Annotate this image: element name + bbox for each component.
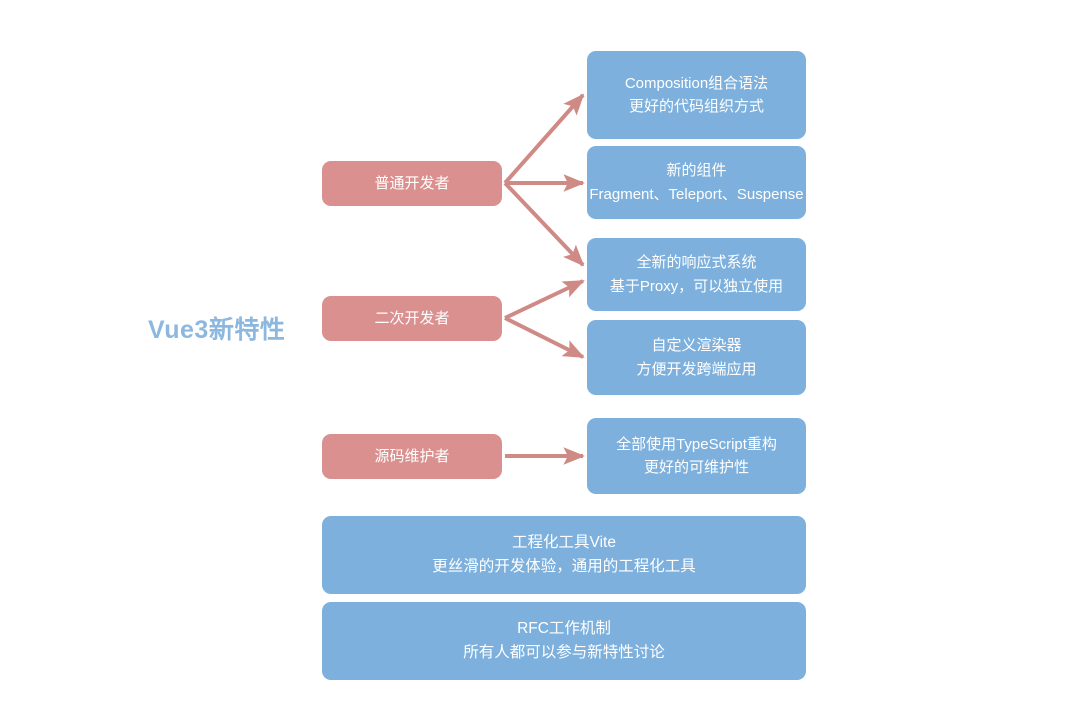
page-title: Vue3新特性 [148, 316, 286, 344]
feature-title: RFC工作机制 [517, 619, 611, 637]
feature-title: 全部使用TypeScript重构 [616, 435, 777, 453]
feature-subtitle: 更好的可维护性 [643, 459, 749, 476]
feature-typescript-rewrite[interactable]: 全部使用TypeScript重构 更好的可维护性 [587, 418, 806, 494]
feature-subtitle: 基于Proxy，可以独立使用 [609, 277, 784, 295]
role-common-developer[interactable]: 普通开发者 [322, 161, 502, 206]
role-secondary-developer[interactable]: 二次开发者 [322, 296, 502, 341]
feature-subtitle: 所有人都可以参与新特性讨论 [463, 644, 665, 661]
role-label: 源码维护者 [374, 447, 450, 465]
feature-title: 全新的响应式系统 [636, 254, 757, 272]
feature-reactivity-system[interactable]: 全新的响应式系统 基于Proxy，可以独立使用 [587, 238, 806, 311]
feature-rfc-process[interactable]: RFC工作机制 所有人都可以参与新特性讨论 [322, 602, 806, 680]
feature-new-components[interactable]: 新的组件 Fragment、Teleport、Suspense [587, 146, 806, 219]
role-label: 普通开发者 [374, 174, 450, 192]
feature-title: 新的组件 [666, 162, 727, 180]
feature-subtitle: 更好的代码组织方式 [628, 98, 764, 115]
feature-subtitle: Fragment、Teleport、Suspense [589, 185, 804, 203]
role-label: 二次开发者 [374, 309, 450, 327]
feature-title: Composition组合语法 [624, 74, 769, 92]
feature-composition-api[interactable]: Composition组合语法 更好的代码组织方式 [587, 51, 806, 139]
feature-title: 自定义渲染器 [651, 337, 742, 355]
arrow-common-to-reactivity [503, 181, 585, 267]
feature-title: 工程化工具Vite [512, 533, 616, 551]
feature-subtitle: 更丝滑的开发体验，通用的工程化工具 [432, 558, 696, 575]
arrow-common-to-composition [503, 93, 585, 185]
feature-vite-tooling[interactable]: 工程化工具Vite 更丝滑的开发体验，通用的工程化工具 [322, 516, 806, 594]
role-source-maintainer[interactable]: 源码维护者 [322, 434, 502, 479]
arrow-secondary-to-reactivity [504, 279, 585, 320]
feature-subtitle: 方便开发跨端应用 [636, 360, 757, 378]
feature-custom-renderer[interactable]: 自定义渲染器 方便开发跨端应用 [587, 320, 806, 395]
arrow-secondary-to-renderer [504, 316, 585, 359]
